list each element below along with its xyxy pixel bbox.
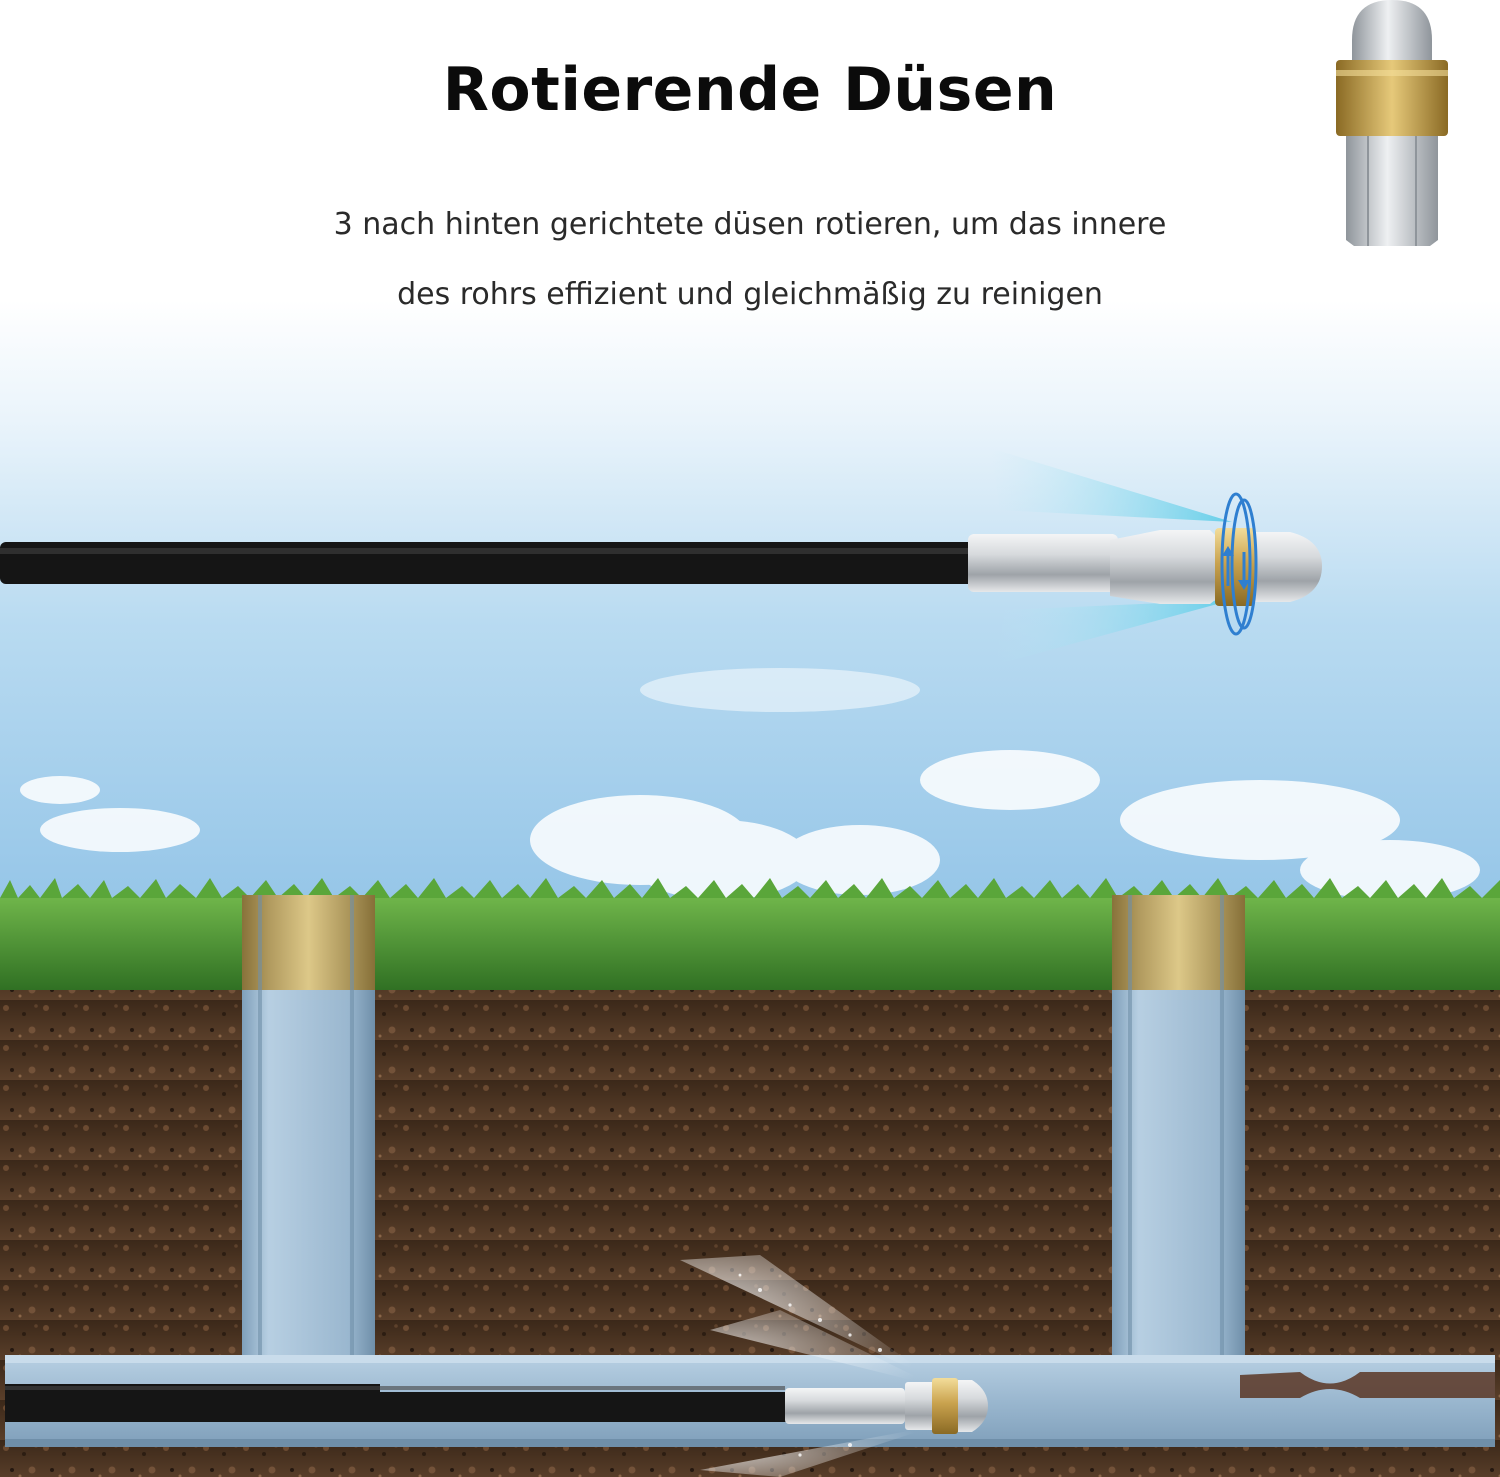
grass xyxy=(0,878,1500,993)
description-line-2: des rohrs effizient und gleichmäßig zu r… xyxy=(397,277,1103,312)
sky-background xyxy=(0,0,1500,900)
lower-nozzle xyxy=(785,1378,988,1434)
vertical-pipe-right xyxy=(1112,895,1245,1365)
page-title: Rotierende Düsen xyxy=(442,55,1058,125)
rotating-nozzle-icon xyxy=(1336,0,1448,246)
lower-spray xyxy=(680,1255,935,1477)
vertical-pipe-left xyxy=(242,895,375,1365)
clouds xyxy=(20,668,1480,900)
description-line-1: 3 nach hinten gerichtete düsen rotieren,… xyxy=(333,207,1167,242)
rotation-arrows-icon xyxy=(1220,492,1258,636)
lower-hose xyxy=(5,1384,790,1422)
feature-description: 3 nach hinten gerichtete düsen rotieren,… xyxy=(250,190,1250,330)
upper-nozzle xyxy=(968,528,1322,606)
